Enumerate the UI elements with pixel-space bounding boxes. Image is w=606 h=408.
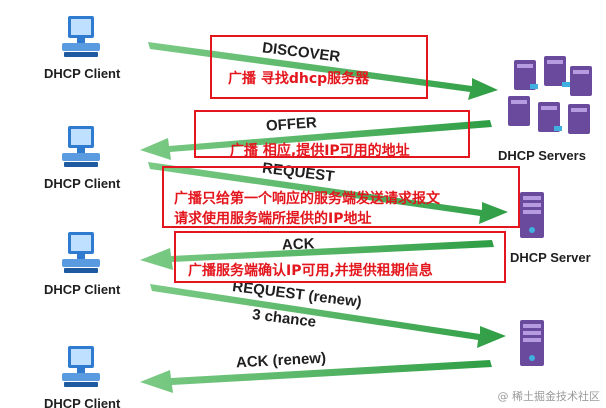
discover-note: 广播 寻找dhcp服务器 xyxy=(228,71,370,87)
computer-icon xyxy=(62,126,100,167)
offer-note: 广播 相应,提供IP可用的地址 xyxy=(230,143,410,159)
ack-note: 广播服务端确认IP可用,并提供租期信息 xyxy=(188,263,433,279)
server-cluster-icon xyxy=(508,56,592,134)
request-note-line-2: 请求使用服务端所提供的IP地址 xyxy=(174,211,372,227)
server-label: DHCP Server xyxy=(510,250,591,265)
client-label: DHCP Client xyxy=(44,66,121,81)
server-icon xyxy=(520,192,544,238)
client-label: DHCP Client xyxy=(44,282,121,297)
ack-arrow xyxy=(140,240,494,270)
client-label: DHCP Client xyxy=(44,176,121,191)
offer-annotation-box xyxy=(194,110,470,158)
offer-arrow xyxy=(140,120,492,160)
computer-icon xyxy=(62,346,100,387)
request-note-line-1: 广播只给第一个响应的服务端发送请求报文 xyxy=(174,191,440,207)
discover-annotation-box xyxy=(210,35,428,99)
computer-icon xyxy=(62,232,100,273)
renew-ack-arrow xyxy=(140,360,492,393)
server-label: DHCP Servers xyxy=(498,148,586,163)
ack-annotation-box xyxy=(174,231,506,283)
request-arrow xyxy=(148,162,508,224)
server-icon xyxy=(520,320,544,366)
request-annotation-box xyxy=(162,166,520,228)
computer-icon xyxy=(62,16,100,57)
watermark: @ 稀土掘金技术社区 xyxy=(497,390,601,403)
renew-request-arrow xyxy=(150,284,506,348)
discover-arrow xyxy=(148,42,498,100)
client-label: DHCP Client xyxy=(44,396,121,408)
